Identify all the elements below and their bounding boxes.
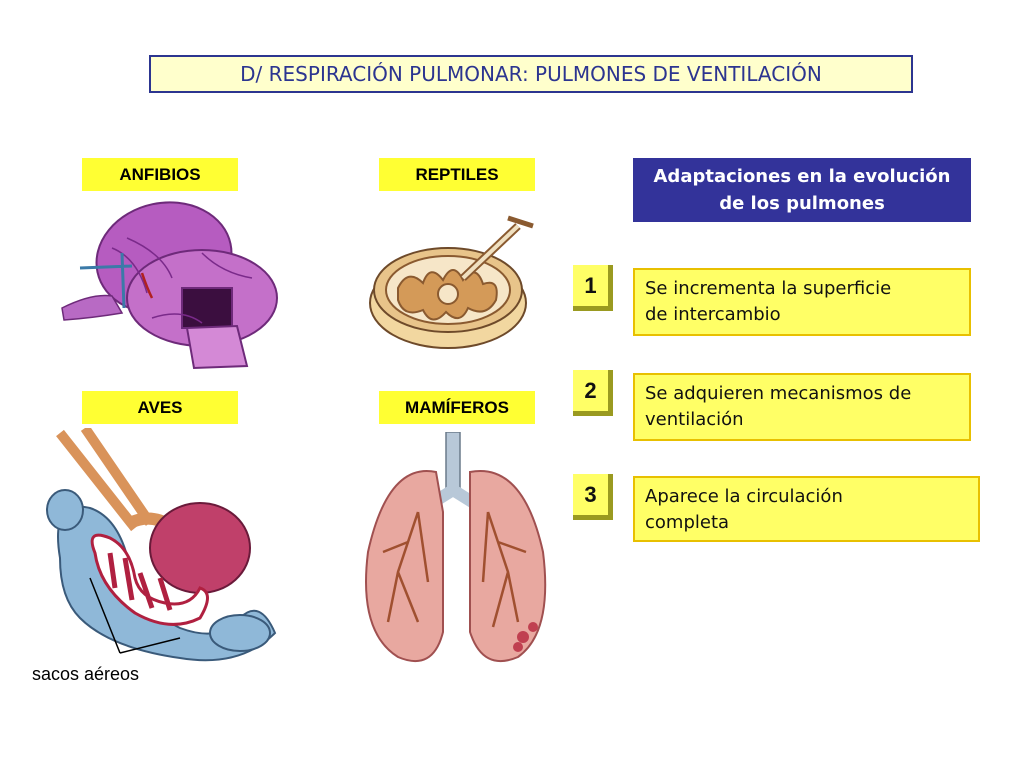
label-mamiferos: MAMÍFEROS <box>379 391 535 424</box>
adaptations-heading-line2: de los pulmones <box>719 193 885 214</box>
amphibian-lung-illustration <box>61 201 278 370</box>
adaptation-item-2-line2: ventilación <box>645 409 744 431</box>
adaptation-item-3-line1: Aparece la circulación <box>645 486 843 507</box>
label-reptiles: REPTILES <box>379 158 535 191</box>
adaptations-heading: Adaptaciones en la evolución de los pulm… <box>633 158 971 222</box>
adaptations-heading-line1: Adaptaciones en la evolución <box>653 166 951 187</box>
label-aves: AVES <box>82 391 238 424</box>
adaptation-number-3: 3 <box>573 474 613 520</box>
adaptation-number-1: 1 <box>573 265 613 311</box>
bird-lung-illustration <box>46 428 277 662</box>
adaptation-item-1: Se incrementa la superficie de intercamb… <box>633 268 971 336</box>
adaptation-item-1-line1: Se incrementa la superficie <box>645 278 892 299</box>
reptile-lung-illustration <box>369 215 534 349</box>
adaptation-number-2: 2 <box>573 370 613 416</box>
page-title: D/ RESPIRACIÓN PULMONAR: PULMONES DE VEN… <box>149 55 913 93</box>
label-anfibios: ANFIBIOS <box>82 158 238 191</box>
mammal-lung-illustration <box>365 432 547 662</box>
adaptation-item-1-line2: de intercambio <box>645 304 781 326</box>
adaptation-item-2: Se adquieren mecanismos de ventilación <box>633 373 971 441</box>
adaptation-item-3-line2: completa <box>645 512 730 534</box>
air-sacs-caption: sacos aéreos <box>32 664 140 684</box>
adaptation-item-2-line1: Se adquieren mecanismos de <box>645 383 912 404</box>
adaptation-item-3: Aparece la circulación completa <box>633 476 980 542</box>
